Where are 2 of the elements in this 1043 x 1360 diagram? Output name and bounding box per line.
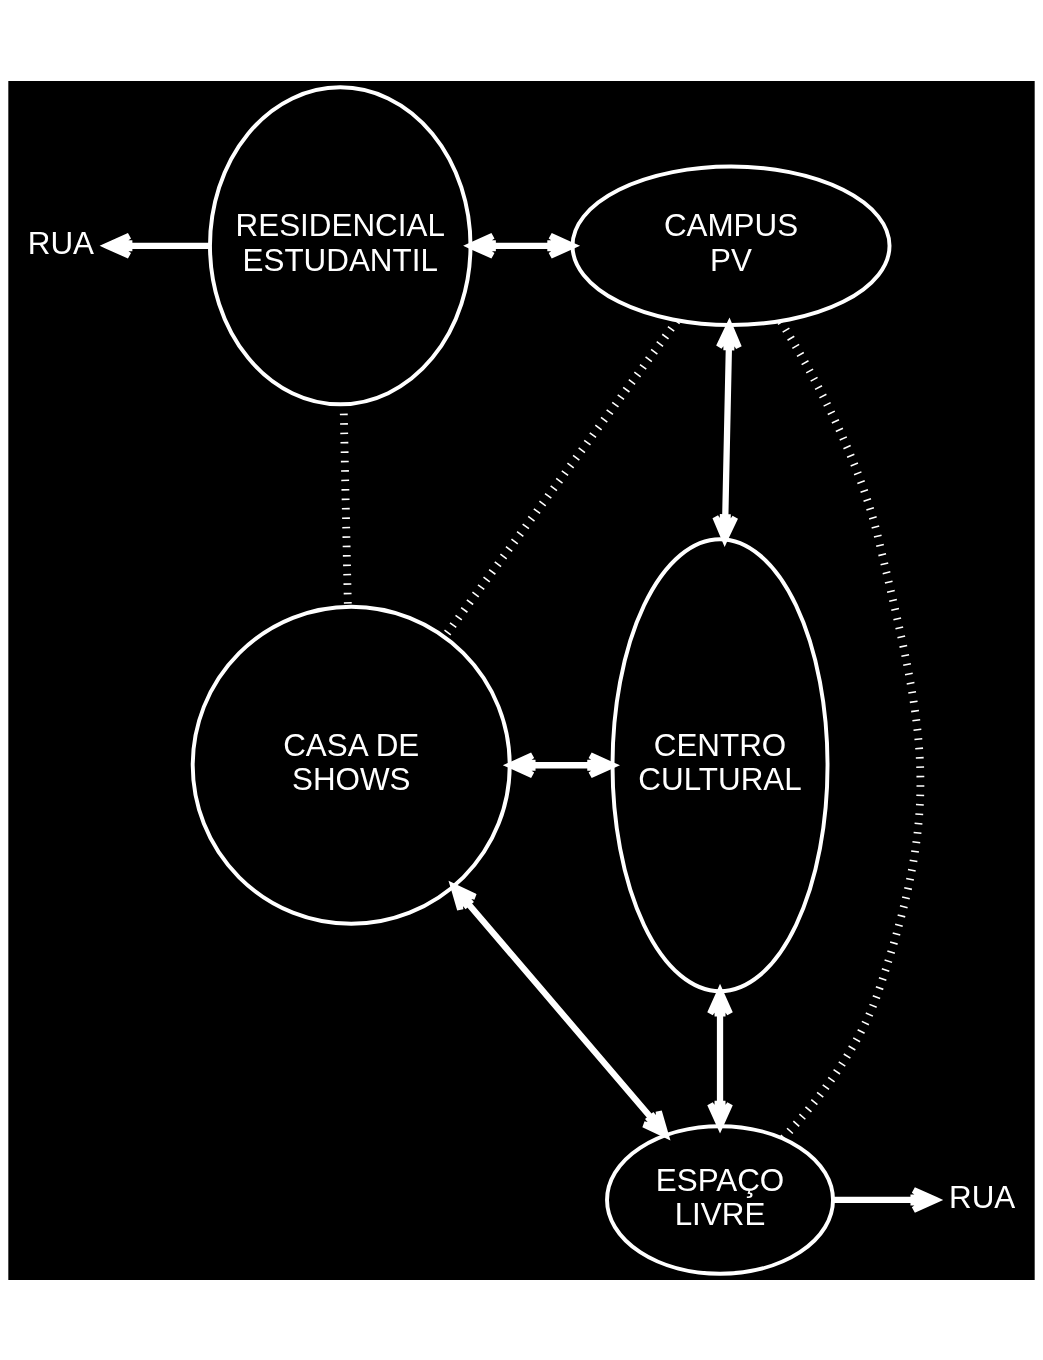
node-text: RUA bbox=[27, 225, 95, 261]
node-text: RUA bbox=[948, 1179, 1016, 1215]
